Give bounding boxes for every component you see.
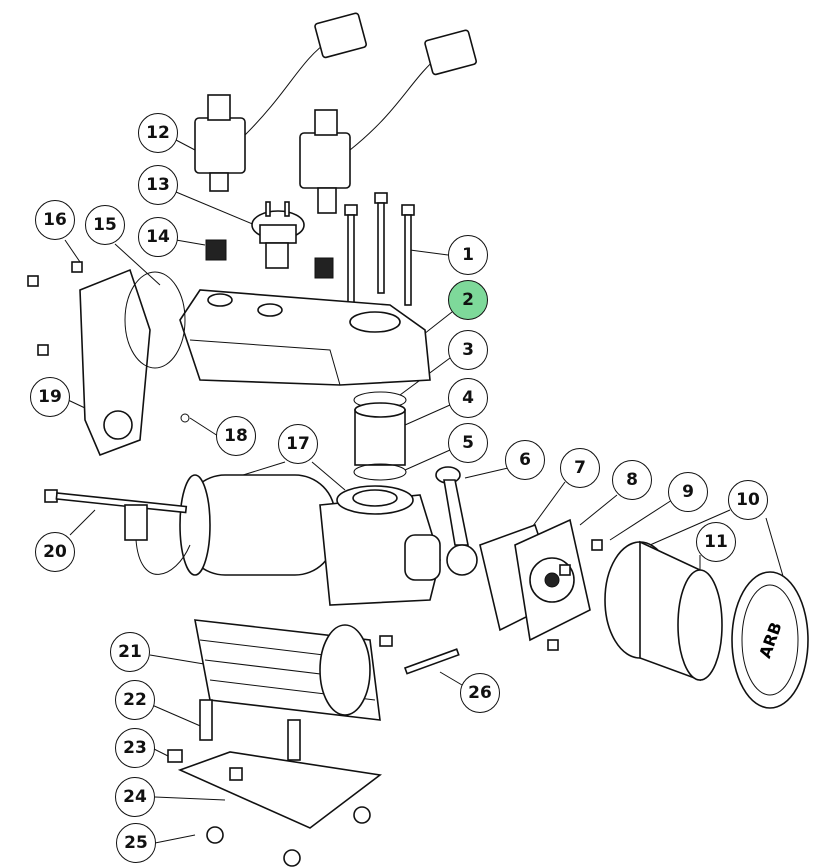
- callout-18[interactable]: 18: [216, 416, 256, 456]
- callout-15[interactable]: 15: [85, 205, 125, 245]
- connecting-rod: [435, 466, 478, 576]
- callout-11[interactable]: 11: [696, 522, 736, 562]
- callout-13[interactable]: 13: [138, 165, 178, 205]
- filter-cap: [731, 571, 809, 709]
- stud: [199, 699, 213, 741]
- pressure-switch: [251, 201, 305, 269]
- cylinder-head: [179, 289, 431, 386]
- callout-1[interactable]: 1: [448, 235, 488, 275]
- nut: [206, 826, 224, 844]
- filter-element: [677, 569, 723, 681]
- nut: [167, 749, 183, 763]
- callout-14[interactable]: 14: [138, 217, 178, 257]
- motor-assembly: [179, 474, 441, 606]
- callout-25[interactable]: 25: [116, 823, 156, 863]
- callout-3[interactable]: 3: [448, 330, 488, 370]
- callout-7[interactable]: 7: [560, 448, 600, 488]
- base-plate: [177, 751, 382, 829]
- callout-24[interactable]: 24: [115, 777, 155, 817]
- callout-26[interactable]: 26: [460, 673, 500, 713]
- screw: [71, 261, 83, 273]
- callout-6[interactable]: 6: [505, 440, 545, 480]
- mount-bolt: [403, 648, 460, 675]
- callout-5[interactable]: 5: [448, 423, 488, 463]
- o-ring: [124, 271, 186, 369]
- gasket-ring: [353, 463, 407, 481]
- nut: [229, 767, 243, 781]
- motor-mount: [194, 619, 393, 721]
- callout-10[interactable]: 10: [728, 480, 768, 520]
- stud: [287, 719, 301, 761]
- end-gasket: [79, 268, 151, 457]
- callout-9[interactable]: 9: [668, 472, 708, 512]
- plug: [314, 257, 334, 279]
- callout-12[interactable]: 12: [138, 113, 178, 153]
- callout-19[interactable]: 19: [30, 377, 70, 417]
- nut: [353, 806, 371, 824]
- solenoid-valves: [194, 12, 478, 214]
- callout-21[interactable]: 21: [110, 632, 150, 672]
- callout-16[interactable]: 16: [35, 200, 75, 240]
- screw: [591, 539, 603, 551]
- callout-20[interactable]: 20: [35, 532, 75, 572]
- cylinder-sleeve: [354, 409, 406, 466]
- screw: [37, 344, 49, 356]
- through-bolt: [44, 489, 58, 503]
- gasket-hole: [103, 410, 133, 440]
- small-o-ring: [180, 413, 190, 423]
- screw: [27, 275, 39, 287]
- callout-8[interactable]: 8: [612, 460, 652, 500]
- plug: [205, 239, 227, 261]
- callout-23[interactable]: 23: [115, 728, 155, 768]
- callout-17[interactable]: 17: [278, 424, 318, 464]
- callout-2[interactable]: 2: [448, 280, 488, 320]
- nut: [283, 849, 301, 867]
- connector: [124, 504, 148, 541]
- callout-22[interactable]: 22: [115, 680, 155, 720]
- callout-4[interactable]: 4: [448, 378, 488, 418]
- cap-screws: [344, 192, 415, 306]
